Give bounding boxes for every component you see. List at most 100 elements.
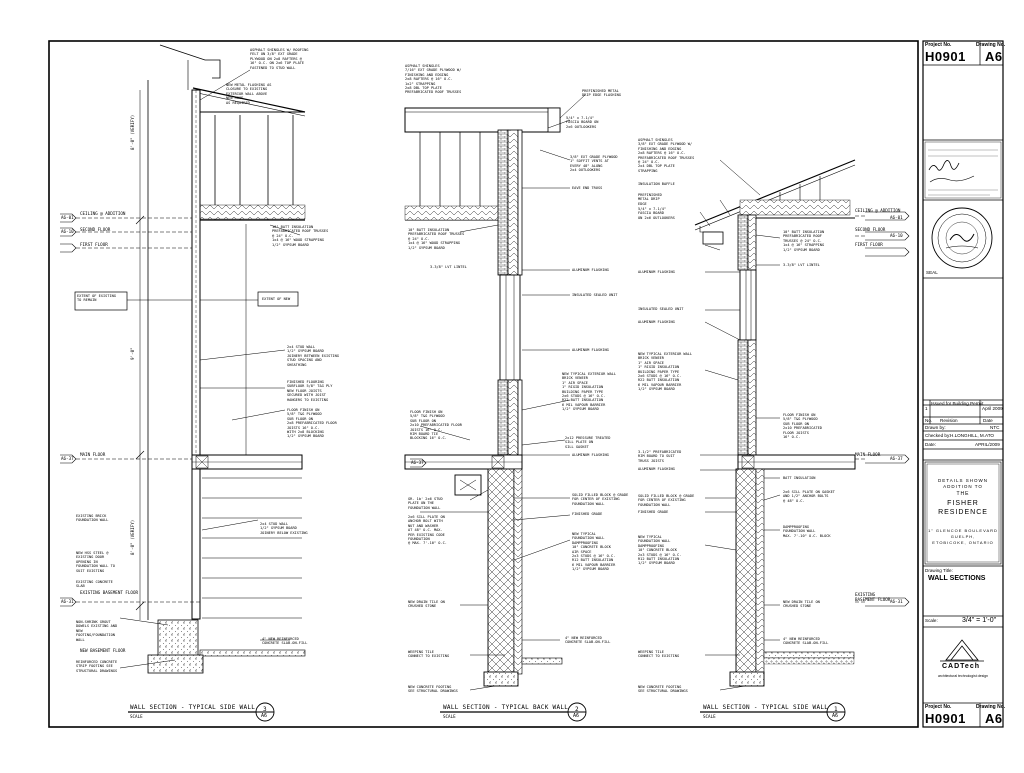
note-s3-slab: 4" NEW REINFORCED CONCRETE SLAB-ON-FILL <box>262 637 308 646</box>
note-s3-steel: NEW HSS STEEL @ EXISTING DOOR OPENING IN… <box>76 551 115 573</box>
level-second-floor-s1: SECOND FLOOR <box>855 227 886 232</box>
level-ref-bsmt-s1: A6-31 <box>890 599 903 604</box>
section-1-title: WALL SECTION - TYPICAL SIDE WALL <box>703 704 829 711</box>
level-second-floor: SECOND FLOOR <box>80 227 111 232</box>
section-1-number: 1 <box>834 706 838 713</box>
drawing-border <box>48 40 919 728</box>
level-existing-basement: EXISTING BASEMENT FLOOR <box>80 590 138 595</box>
note-s1-alum: ALUMINUM FLASHING <box>638 270 675 274</box>
scale-value: 3/4" = 1'-0" <box>962 617 997 624</box>
note-s3-footing: REINFORCED CONCRETE STRIP FOOTING SEE ST… <box>76 660 118 673</box>
title-block-border <box>922 40 1004 728</box>
checked-by-label: Checked by: <box>925 433 951 438</box>
note-s1-lintel: 3-3/8" LVT LINTEL <box>783 263 820 267</box>
level-ref-main-s1: A6-37 <box>890 456 903 461</box>
project-no-label-bottom: Project No. <box>925 704 952 710</box>
section-3-title: WALL SECTION - TYPICAL SIDE WALL <box>130 704 256 711</box>
drawing-no-label-bottom: Drawing No. <box>976 704 1006 710</box>
note-s3-conc: EXISTING CONCRETE SLAB <box>76 580 113 589</box>
section-1-scale: SCALE <box>703 714 716 719</box>
note-s2-rim: 2x12 PRESSURE TREATED SILL PLATE ON SILL… <box>565 436 611 449</box>
level-ref-upper: A6-01 <box>61 215 74 220</box>
cadtech-logo <box>940 639 984 662</box>
note-s2-insul: 10" BATT INSULATION PREFABRICATED ROOF T… <box>408 228 465 250</box>
note-s2-eave: EAVE END TRUSS <box>572 186 603 190</box>
section-3-scale: SCALE <box>130 714 143 719</box>
level-ref-first: A6-10 <box>61 229 74 234</box>
drawn-by-label: Drawn by: <box>925 425 946 430</box>
seal-stamp <box>931 207 993 269</box>
project-name-line-3: THE <box>956 491 970 497</box>
title-block-grid <box>923 41 1003 727</box>
level-main-floor: MAIN FLOOR <box>80 452 106 457</box>
dim-bsmt: 8'-0" (VERIFY) <box>130 519 135 555</box>
note-s2-metal: PREFINISHED METAL DRIP EDGE FLASHING <box>582 89 621 98</box>
note-s1-alum2: ALUMINUM FLASHING <box>638 320 675 324</box>
note-s1-fdn: NEW TYPICAL FOUNDATION WALL DAMPPROOFING… <box>638 535 682 566</box>
project-name: DETAILS SHOWN ADDITION TO THE FISHER RES… <box>922 478 1004 517</box>
level-first-floor-s1: FIRST FLOOR <box>855 242 883 247</box>
note-s3-conn: NON-SHRINK GROUT DOWELS EXISTING AND NEW… <box>76 620 118 642</box>
note-s2-alum2: ALUMINUM FLASHING <box>572 348 609 352</box>
note-s2-alum: ALUMINUM FLASHING <box>572 268 609 272</box>
project-name-line-2: ADDITION TO <box>943 484 983 489</box>
note-s1-filler: SOLID FILLED BLOCK @ GRADE FOR CENTER OF… <box>638 494 695 507</box>
section-2-scale: SCALE <box>443 714 456 719</box>
note-s1-slab: 4" NEW REINFORCED CONCRETE SLAB-ON-FILL <box>783 637 829 646</box>
note-s1-drainstone: NEW DRAIN TILE ON CRUSHED STONE <box>783 600 820 609</box>
section-bubbles <box>128 702 846 722</box>
note-s1-glass: INSULATED SEALED UNIT <box>638 307 684 311</box>
level-main-floor-s1: MAIN FLOOR <box>855 452 881 457</box>
section-1-drawing <box>694 159 856 691</box>
dim-upper: 8'-0" (VERIFY) <box>130 114 135 150</box>
extent-existing-label: EXTENT OF EXISTING TO REMAIN <box>77 294 116 303</box>
note-s3-found: EXISTING BRICK FOUNDATION WALL <box>76 514 109 523</box>
address-line-2: GUELPH, <box>950 534 976 539</box>
note-s2-sill: GR. 1b' 2x6 STUD PLATE ON THE FOUNDATION… <box>408 497 443 510</box>
drawing-no-label: Drawing No. <box>976 42 1006 48</box>
note-s2-slab: 4" NEW REINFORCED CONCRETE SLAB-ON-FILL <box>565 636 611 645</box>
level-markers <box>60 211 910 607</box>
dim-main: 9'-0" <box>130 347 135 360</box>
note-s2-filler: SOLID FILLED BLOCK @ GRADE FOR CENTER OF… <box>572 493 629 506</box>
level-ref-main: A6-37 <box>61 456 74 461</box>
note-s2-footing: NEW CONCRETE FOOTING SEE STRUCTURAL DRAW… <box>408 685 458 694</box>
revision-desc: Issued for Building Permit <box>931 401 984 406</box>
scale-label: Scale: <box>925 618 938 623</box>
note-s1-tile: WEEPING TILE CONNECT TO EXISTING <box>638 650 680 659</box>
rev-header-no: No. <box>925 418 933 423</box>
level-ceiling: CEILING @ ADDITION <box>80 211 126 216</box>
note-s2-tile: WEEPING TILE CONNECT TO EXISTING <box>408 650 450 659</box>
section-2-number: 2 <box>575 706 579 713</box>
section-1-sheet: A6 <box>832 713 839 719</box>
signature-stamp <box>924 141 1002 199</box>
note-s1-ins: INSULATION BAFFLE <box>638 182 675 186</box>
note-s3-finish: FINISHED FLOORING SUBFLOOR 5/8" T&G PLY … <box>287 380 333 402</box>
note-s3-wall: 2x4 STUD WALL 1/2" GYPSUM BOARD JOINERY … <box>287 345 339 367</box>
section-3-drawing <box>74 44 306 674</box>
project-name-line-4: FISHER <box>947 500 979 507</box>
note-s1-drain: DAMPPROOFING FOUNDATION WALL MAX. 7'-10"… <box>783 525 831 538</box>
section-3-number: 3 <box>263 706 267 713</box>
note-s1-floor: FLOOR FINISH ON 5/8" T&G PLYWOOD SUB FLO… <box>783 413 822 440</box>
drawing-title: WALL SECTIONS <box>928 575 986 582</box>
note-s1-drip: PREFINISHED METAL DRIP EDGE <box>638 193 662 206</box>
note-s2-drain: NEW DRAIN TILE ON CRUSHED STONE <box>408 600 445 609</box>
level-ref-bsmt: A6-31 <box>61 599 74 604</box>
note-s1-bsmt: BATT INSULATION <box>783 476 816 480</box>
note-s3-flrfin: FLOOR FINISH ON 5/8" T&G PLYWOOD SUB FLO… <box>287 408 337 439</box>
section-2-drawing <box>404 94 586 691</box>
date-value: APRIL/2009 <box>975 442 1000 447</box>
note-s1-alum3: ALUMINUM FLASHING <box>638 467 675 471</box>
project-no: H0901 <box>925 49 966 64</box>
note-s1-grade: FINISHED GRADE <box>638 510 669 514</box>
level-first-floor: FIRST FLOOR <box>80 242 108 247</box>
section-2-title: WALL SECTION - TYPICAL BACK WALL <box>443 704 569 711</box>
note-s1-rim: 3-1/2" PREFABRICATED RIM BOARD TO SUIT T… <box>638 450 682 463</box>
level-ceiling-s1: CEILING @ ADDITION <box>855 208 901 213</box>
extent-new-label: EXTENT OF NEW <box>262 297 291 301</box>
logo-sub: architectural technologist design <box>937 674 988 678</box>
address-line-1: 1" GLENCOE BOULEVARD <box>928 528 998 533</box>
